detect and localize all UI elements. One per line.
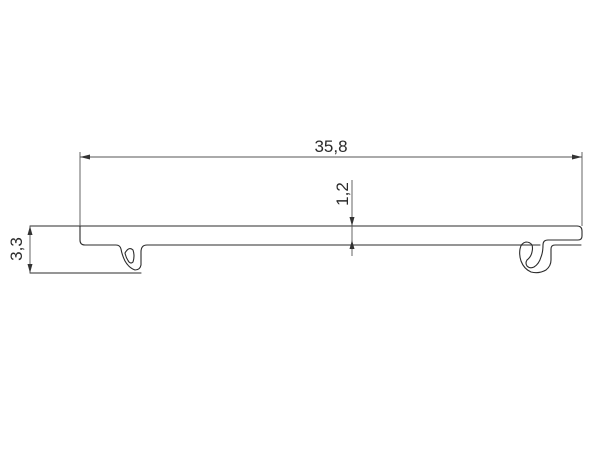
thickness-arrow-bottom	[349, 240, 355, 249]
thickness-dimension-label: 1,2	[333, 182, 352, 206]
profile-outline	[79, 225, 583, 274]
width-arrow-right	[572, 154, 582, 160]
width-dimension-label: 35,8	[314, 137, 347, 156]
thickness-arrow-top	[349, 217, 355, 226]
left-flange	[29, 225, 142, 274]
height-arrow-top	[27, 226, 33, 235]
height-dimension-label: 3,3	[7, 237, 26, 261]
width-arrow-left	[80, 154, 90, 160]
height-arrow-bottom	[27, 264, 33, 273]
